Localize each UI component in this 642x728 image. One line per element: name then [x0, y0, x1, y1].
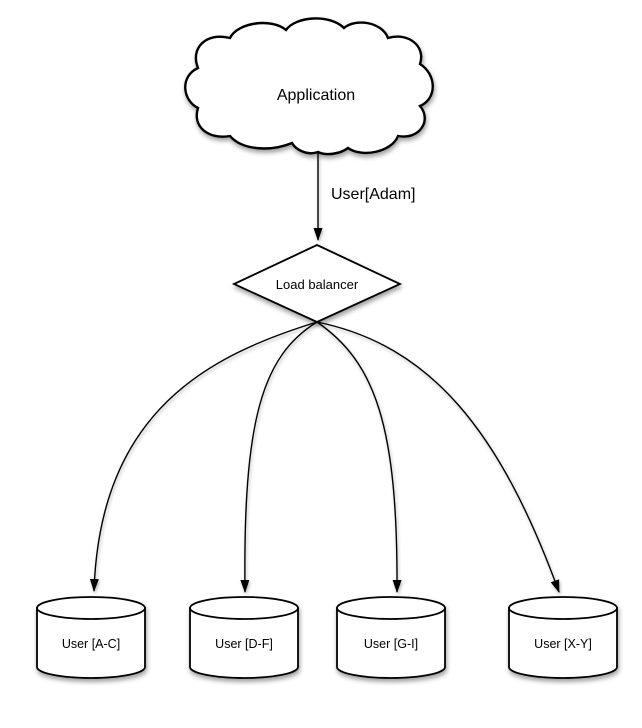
shard4-label: User [X-Y] [534, 637, 592, 651]
shard2-label: User [D-F] [215, 637, 273, 651]
loadbalancer-to-shard3-arrow [316, 321, 402, 593]
cylinder-body [189, 607, 299, 679]
application-node [184, 17, 434, 156]
application-label: Application [277, 87, 355, 104]
shard1-label: User [A-C] [62, 637, 120, 651]
shard-node-2 [189, 596, 299, 679]
cylinder-top [336, 596, 446, 620]
cylinder-top [36, 596, 146, 620]
shard-node-4 [508, 596, 618, 679]
cylinder-body [336, 607, 446, 679]
labels-layer: Application User[Adam] Load balancer Use… [62, 87, 592, 651]
cylinder-body [36, 607, 146, 679]
loadbalancer-to-shard2-arrow [240, 321, 318, 593]
loadbalancer-to-shard1-arrow [89, 321, 318, 592]
request-edge-label: User[Adam] [331, 186, 415, 203]
load-balancer-node [231, 244, 403, 323]
cylinder-body [508, 607, 618, 679]
shard-node-1 [36, 596, 146, 679]
edges-layer [89, 152, 560, 593]
cylinder-top [189, 596, 299, 620]
diamond-shape [231, 244, 403, 323]
shard-node-3 [336, 596, 446, 679]
loadbalancer-to-shard4-arrow [316, 321, 560, 593]
cylinder-top [508, 596, 618, 620]
load-balancer-label: Load balancer [276, 277, 359, 292]
shard3-label: User [G-I] [364, 637, 418, 651]
cloud-shape [184, 17, 434, 156]
